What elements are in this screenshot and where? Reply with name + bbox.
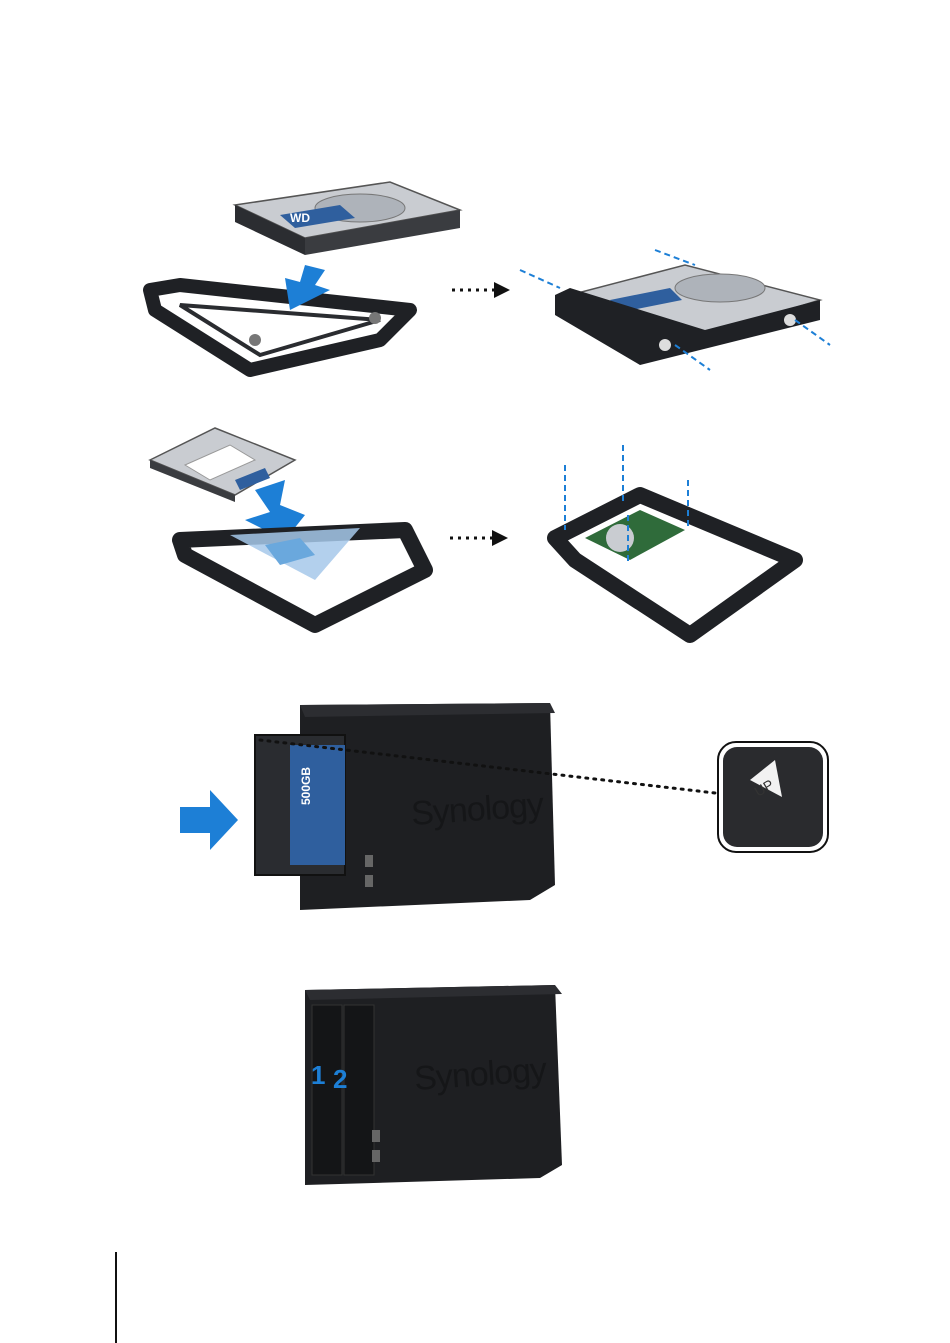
step-25-drive-figure xyxy=(145,420,825,650)
step-35-drive-figure: WD xyxy=(130,170,850,390)
hard-drive-35-illustration: WD xyxy=(235,182,460,255)
drive-capacity-label: 500GB xyxy=(299,767,313,805)
bay-number-2: 2 xyxy=(333,1064,347,1094)
up-detail-callout: UP xyxy=(718,742,828,852)
drive-tray-25-illustration xyxy=(180,528,425,625)
next-step-arrow-icon xyxy=(452,282,510,298)
assembled-drive-25-illustration xyxy=(555,495,795,635)
drive-label-brand: WD xyxy=(290,211,310,225)
insert-tray-figure: Synology 500GB UP xyxy=(170,695,835,920)
drive-tray-35-illustration xyxy=(150,285,410,370)
assembled-drive-35-illustration xyxy=(555,265,820,365)
next-step-arrow-icon xyxy=(450,530,508,546)
bay-number-1: 1 xyxy=(311,1060,325,1090)
drive-tray-front-illustration: 500GB xyxy=(255,735,345,875)
page-margin-rule xyxy=(115,1252,117,1343)
push-arrow-icon xyxy=(180,790,238,850)
nas-bays-figure: Synology 1 2 xyxy=(300,970,565,1195)
